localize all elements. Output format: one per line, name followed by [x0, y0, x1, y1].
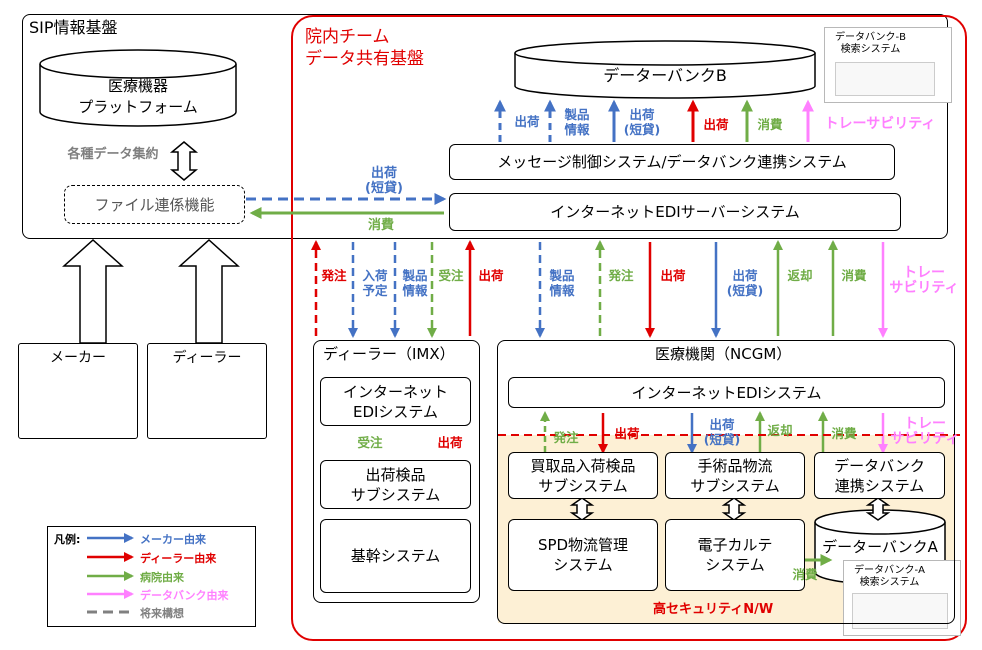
legend-title: 凡例: — [54, 533, 81, 546]
legend-future: 将来構想 — [140, 607, 184, 620]
surgical-logistics-subsystem: 手術品物流 サブシステム — [665, 452, 805, 499]
label-product-info: 製品 情報 — [402, 268, 428, 298]
label-top-trace: トレーサビリティ — [824, 116, 936, 132]
label-order-green: 受注 — [438, 268, 464, 283]
legend-databank: データバンク由来 — [140, 589, 229, 602]
aggregate-double-arrow — [169, 141, 199, 181]
label-h-consume: 消費 — [831, 426, 857, 441]
databank-b-search-title: データバンク-B 検索システム — [835, 32, 906, 55]
label-mid-consume: 消費 — [367, 218, 394, 233]
maker-up-arrow — [62, 238, 124, 344]
label-order-red: 発注 — [321, 268, 347, 283]
legend-box — [47, 526, 256, 627]
dealer-box: ディーラー — [147, 343, 267, 439]
label-h-return: 返却 — [767, 423, 793, 438]
label-top-ship-red: 出荷 — [703, 117, 729, 132]
label-order-green-2: 発注 — [608, 268, 634, 283]
file-link-box: ファイル連係機能 — [64, 185, 245, 224]
dealer-up-arrow — [178, 238, 240, 344]
legend-dealer: ディーラー由来 — [140, 552, 217, 565]
label-trace: トレー サビリティ — [889, 265, 959, 296]
label-planned: 入荷 予定 — [362, 268, 388, 298]
legend-maker: メーカー由来 — [140, 533, 206, 546]
label-return: 返却 — [787, 268, 813, 283]
aggregate-label: 各種データ集約 — [67, 147, 159, 162]
purchase-inspection-subsystem: 買取品入荷検品 サブシステム — [508, 452, 658, 499]
dealer-label: ディーラー — [172, 350, 242, 366]
sip-db-label: 医療機器 プラットフォーム — [78, 77, 198, 116]
sip-db-cylinder — [39, 49, 237, 127]
imx-ship-inspection-subsystem: 出荷検品 サブシステム — [320, 460, 471, 509]
maker-label: メーカー — [50, 350, 106, 366]
databank-b-search-thumbnail: データバンク-B 検索システム — [824, 27, 952, 103]
label-imx-order: 受注 — [357, 435, 383, 450]
hospital-internet-edi-system: インターネットEDIシステム — [508, 377, 945, 408]
label-top-product: 製品 情報 — [564, 107, 590, 137]
internet-edi-server-system: インターネットEDIサーバーシステム — [449, 193, 901, 231]
thumbnail-form-b — [835, 62, 935, 96]
hospital-frame — [497, 340, 955, 624]
databank-a-label: データーバンクA — [822, 538, 938, 556]
label-h-ship-short: 出荷 (短貸) — [703, 417, 741, 447]
sip-platform-frame — [22, 14, 948, 239]
message-control-system: メッセージ制御システム/データバンク連携システム — [449, 144, 895, 180]
e-karte-system: 電子カルテ システム — [665, 519, 805, 591]
label-mid-ship-short: 出荷 (短貸) — [365, 166, 403, 196]
databank-a-search-title: データバンク-A 検索システム — [854, 565, 925, 588]
imx-internet-edi-system: インターネット EDIシステム — [320, 377, 471, 426]
team-title: 院内チーム データ共有基盤 — [305, 27, 424, 69]
dealer-imx-title: ディーラー（IMX） — [323, 345, 455, 363]
imx-core-system: 基幹システム — [320, 519, 471, 593]
secure-network-label: 高セキュリティN/W — [653, 602, 774, 617]
label-ship-short-2: 出荷 (短貸) — [726, 268, 764, 298]
databank-link-system: データバンク 連携システム — [814, 452, 945, 499]
label-h-trace: トレー サビリティ — [890, 416, 960, 447]
spd-logistics-system: SPD物流管理 システム — [508, 519, 658, 591]
label-product-info-2: 製品 情報 — [549, 268, 575, 298]
legend-hospital: 病院由来 — [140, 571, 184, 584]
team-platform-frame — [291, 15, 967, 641]
label-consume: 消費 — [841, 268, 867, 283]
label-ship-red-2: 出荷 — [660, 268, 686, 283]
label-imx-ship: 出荷 — [437, 435, 463, 450]
databank-b-cylinder — [514, 40, 816, 99]
maker-box: メーカー — [18, 343, 138, 439]
databank-b-label: データーバンクB — [603, 66, 727, 85]
label-top-ship: 出荷 — [514, 114, 540, 129]
dblink-dba-double-arrow — [865, 497, 891, 521]
hospital-title: 医療機関（NCGM） — [655, 345, 792, 363]
label-top-consume: 消費 — [757, 117, 783, 132]
label-h-ship: 出荷 — [614, 426, 640, 441]
sip-title: SIP情報基盤 — [29, 18, 118, 37]
label-top-ship-short: 出荷 (短貸) — [623, 107, 661, 137]
label-ship-red: 出荷 — [478, 268, 504, 283]
label-h-order: 発注 — [553, 430, 579, 445]
label-karte-consume: 消費 — [792, 567, 818, 582]
